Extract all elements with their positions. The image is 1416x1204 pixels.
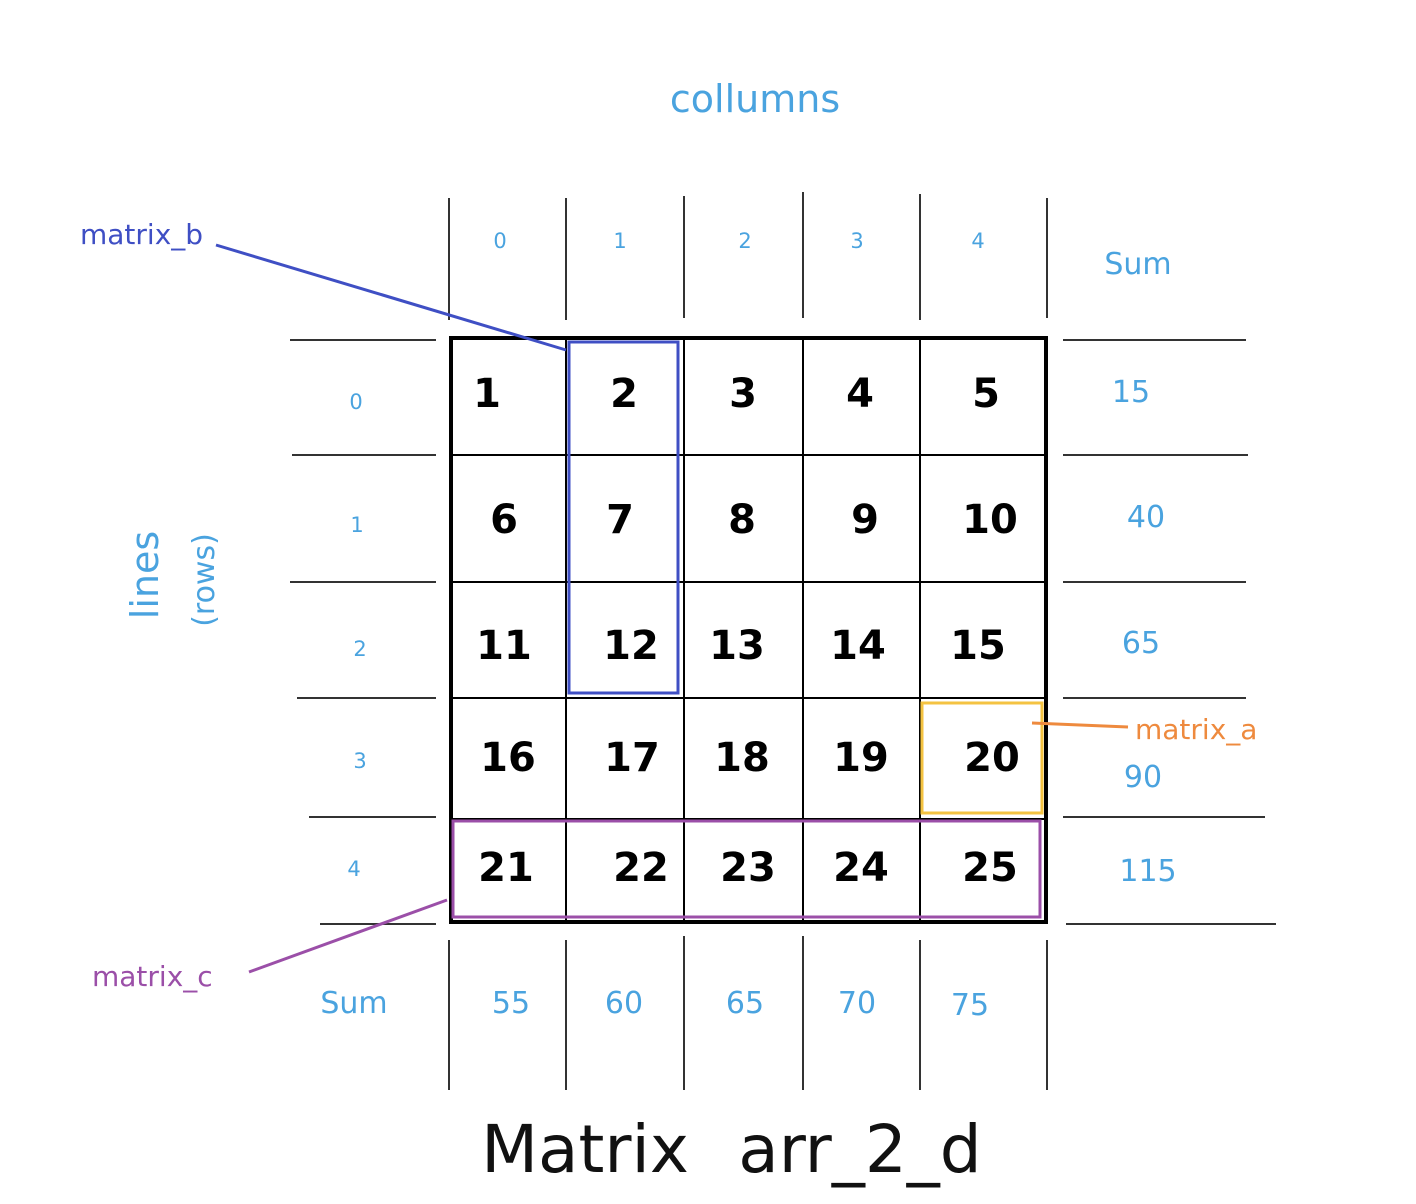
matrix-cell: 2 — [610, 371, 638, 417]
matrix-cell: 19 — [833, 735, 889, 781]
matrix-cell: 7 — [606, 497, 634, 543]
matrix-b-highlight — [567, 340, 680, 695]
matrix-cell: 6 — [490, 497, 518, 543]
column-sum-separators — [448, 936, 1048, 1090]
column-sum: 75 — [951, 988, 989, 1023]
matrix-c-highlight — [451, 819, 1042, 919]
matrix-cell: 1 — [473, 371, 501, 417]
matrix-b-label: matrix_b — [80, 218, 203, 251]
matrix-cell: 12 — [603, 623, 659, 669]
matrix-cell: 21 — [478, 845, 534, 891]
row-index: 1 — [350, 513, 363, 537]
matrix-cell: 9 — [851, 497, 879, 543]
matrix-grid — [449, 336, 1048, 924]
row-sum-header: Sum — [1104, 247, 1171, 282]
row-sum: 15 — [1112, 375, 1150, 410]
column-index: 1 — [613, 229, 626, 253]
lines-label: lines — [123, 531, 167, 619]
matrix-cell: 16 — [480, 735, 536, 781]
row-index: 4 — [347, 857, 360, 881]
column-sum: 60 — [605, 986, 643, 1021]
matrix-cell: 24 — [833, 845, 889, 891]
matrix-c-pointer — [248, 898, 448, 974]
matrix-cell: 3 — [729, 371, 757, 417]
matrix-cell: 17 — [604, 735, 660, 781]
row-index: 2 — [353, 637, 366, 661]
column-sums: 55 60 65 70 75 — [492, 986, 989, 1023]
matrix-cells: 1 2 3 4 5 6 7 8 9 10 11 12 13 14 15 16 1… — [473, 371, 1020, 891]
column-sum: 65 — [726, 986, 764, 1021]
matrix-cell: 4 — [846, 371, 874, 417]
matrix-cell: 14 — [830, 623, 886, 669]
matrix-border — [449, 336, 1048, 924]
row-index: 3 — [353, 749, 366, 773]
row-sum: 90 — [1124, 760, 1162, 795]
column-index-separators — [448, 192, 1048, 320]
title-name: arr_2_d — [738, 1111, 981, 1188]
row-sum: 115 — [1119, 854, 1176, 889]
matrix-c-label: matrix_c — [92, 960, 213, 993]
matrix-cell: 10 — [962, 497, 1018, 543]
column-index: 2 — [738, 229, 751, 253]
row-sum-separators — [1063, 339, 1276, 925]
rows-label: (rows) — [187, 533, 222, 627]
matrix-cell: 8 — [728, 497, 756, 543]
row-sum: 40 — [1127, 500, 1165, 535]
matrix-cell: 5 — [972, 371, 1000, 417]
column-indices: 0 1 2 3 4 — [493, 229, 984, 253]
column-index: 0 — [493, 229, 506, 253]
matrix-a-highlight — [920, 701, 1044, 815]
matrix-cell: 15 — [950, 623, 1006, 669]
matrix-cell: 23 — [720, 845, 776, 891]
matrix-b-pointer — [215, 243, 567, 352]
column-sum: 55 — [492, 986, 530, 1021]
column-index: 4 — [971, 229, 984, 253]
matrix-a-label: matrix_a — [1135, 713, 1257, 746]
matrix-cell: 20 — [964, 735, 1020, 781]
row-index-separators — [290, 339, 436, 925]
matrix-cell: 22 — [613, 845, 669, 891]
column-sum: 70 — [838, 986, 876, 1021]
row-index: 0 — [349, 390, 362, 414]
matrix-cell: 11 — [476, 623, 532, 669]
matrix-cell: 18 — [714, 735, 770, 781]
column-index: 3 — [850, 229, 863, 253]
columns-label: collumns — [670, 77, 840, 121]
matrix-cell: 25 — [962, 845, 1018, 891]
matrix-cell: 13 — [709, 623, 765, 669]
column-sum-header: Sum — [320, 986, 387, 1021]
row-indices: 0 1 2 3 4 — [347, 390, 366, 881]
title-word: Matrix — [481, 1111, 689, 1188]
matrix-a-pointer — [1031, 721, 1129, 729]
row-sum: 65 — [1122, 626, 1160, 661]
row-sums: 15 40 65 90 115 — [1112, 375, 1177, 889]
